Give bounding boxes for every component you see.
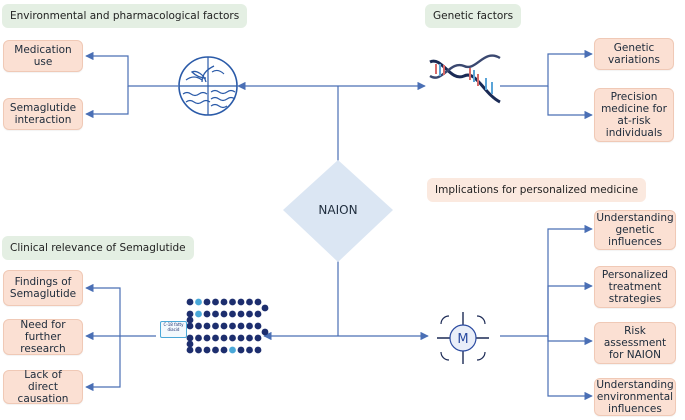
naion-diamond [283,160,393,262]
peptide-tag-label: C-18 fatty diacid [163,322,184,332]
peptide-bead [261,328,269,336]
peptide-bead [229,298,236,306]
peptide-bead [246,334,253,342]
peptide-bead [220,334,228,342]
peptide-bead [186,316,194,324]
branch-risk [547,336,593,346]
box-semaglutide-interaction: Semaglutide interaction [3,98,83,130]
peptide-bead [212,310,219,318]
peptide-bead [254,310,262,318]
peptide-tag: C-18 fatty diacid [160,321,187,338]
naion-label: NAION [318,203,358,217]
peptide-chain-icon [186,298,269,354]
peptide-bead [229,346,236,354]
peptide-bead [220,322,228,330]
box-precision-medicine: Precision medicine for at-risk individua… [594,88,674,142]
peptide-bead [237,334,245,342]
branch-semaglutide-interaction [85,86,129,119]
branch-causation [85,336,121,392]
peptide-bead [220,310,228,318]
title-clinical: Clinical relevance of Semaglutide [2,236,194,260]
peptide-bead [254,334,262,342]
peptide-bead [203,334,211,342]
peptide-bead [195,346,202,354]
peptide-bead [186,346,194,354]
peptide-bead [229,334,236,342]
peptide-bead [212,346,219,354]
box-genetic-variations: Genetic variations [594,38,674,70]
peptide-bead [246,310,253,318]
peptide-bead [229,310,236,318]
branch-genetic-influences [500,224,593,337]
peptide-bead [237,298,245,306]
peptide-bead [203,298,211,306]
peptide-bead [246,322,253,330]
title-implications: Implications for personalized medicine [427,178,647,202]
branch-medication [85,51,178,87]
peptide-bead [254,298,262,306]
peptide-bead [186,334,194,342]
branch-precision [547,86,593,120]
dna-helix-icon [429,54,501,104]
peptide-bead [254,322,262,330]
box-medication-use: Medication use [3,40,83,72]
peptide-bead [203,346,211,354]
peptide-bead [212,298,219,306]
peptide-bead [186,340,194,348]
peptide-bead [186,322,194,330]
nature-water-icon [178,56,238,116]
peptide-bead [195,322,202,330]
box-need-further-research: Need for further research [3,319,83,355]
box-lack-causation: Lack of direct causation [3,369,83,405]
title-genetic: Genetic factors [425,4,522,28]
peptide-bead [246,346,253,354]
personalized-medicine-icon: M [437,312,489,364]
peptide-bead [186,310,194,318]
peptide-bead [212,334,219,342]
peptide-bead [203,322,211,330]
box-understanding-environmental: Understanding environmental influences [594,378,676,416]
branch-environmental-influences [547,336,593,401]
peptide-bead [220,346,228,354]
branch-treatment [547,281,593,336]
peptide-bead [186,298,194,306]
peptide-bead [254,346,262,354]
peptide-bead [237,346,245,354]
peptide-bead [261,304,269,312]
box-findings-semaglutide: Findings of Semaglutide [3,270,83,306]
peptide-bead [220,298,228,306]
peptide-bead [237,310,245,318]
peptide-bead [237,322,245,330]
branch-genetic-variations [500,49,593,87]
personalized-letter: M [457,332,468,347]
branch-findings [85,283,156,337]
peptide-bead [246,298,253,306]
box-risk-assessment: Risk assessment for NAION [594,322,676,364]
peptide-bead [195,298,202,306]
peptide-bead [203,310,211,318]
box-understanding-genetic: Understanding genetic influences [594,210,676,250]
title-environmental: Environmental and pharmacological factor… [2,4,248,28]
peptide-bead [195,334,202,342]
peptide-bead [195,310,202,318]
peptide-bead [212,322,219,330]
peptide-bead [229,322,236,330]
box-personalized-treatment: Personalized treatment strategies [594,266,676,308]
